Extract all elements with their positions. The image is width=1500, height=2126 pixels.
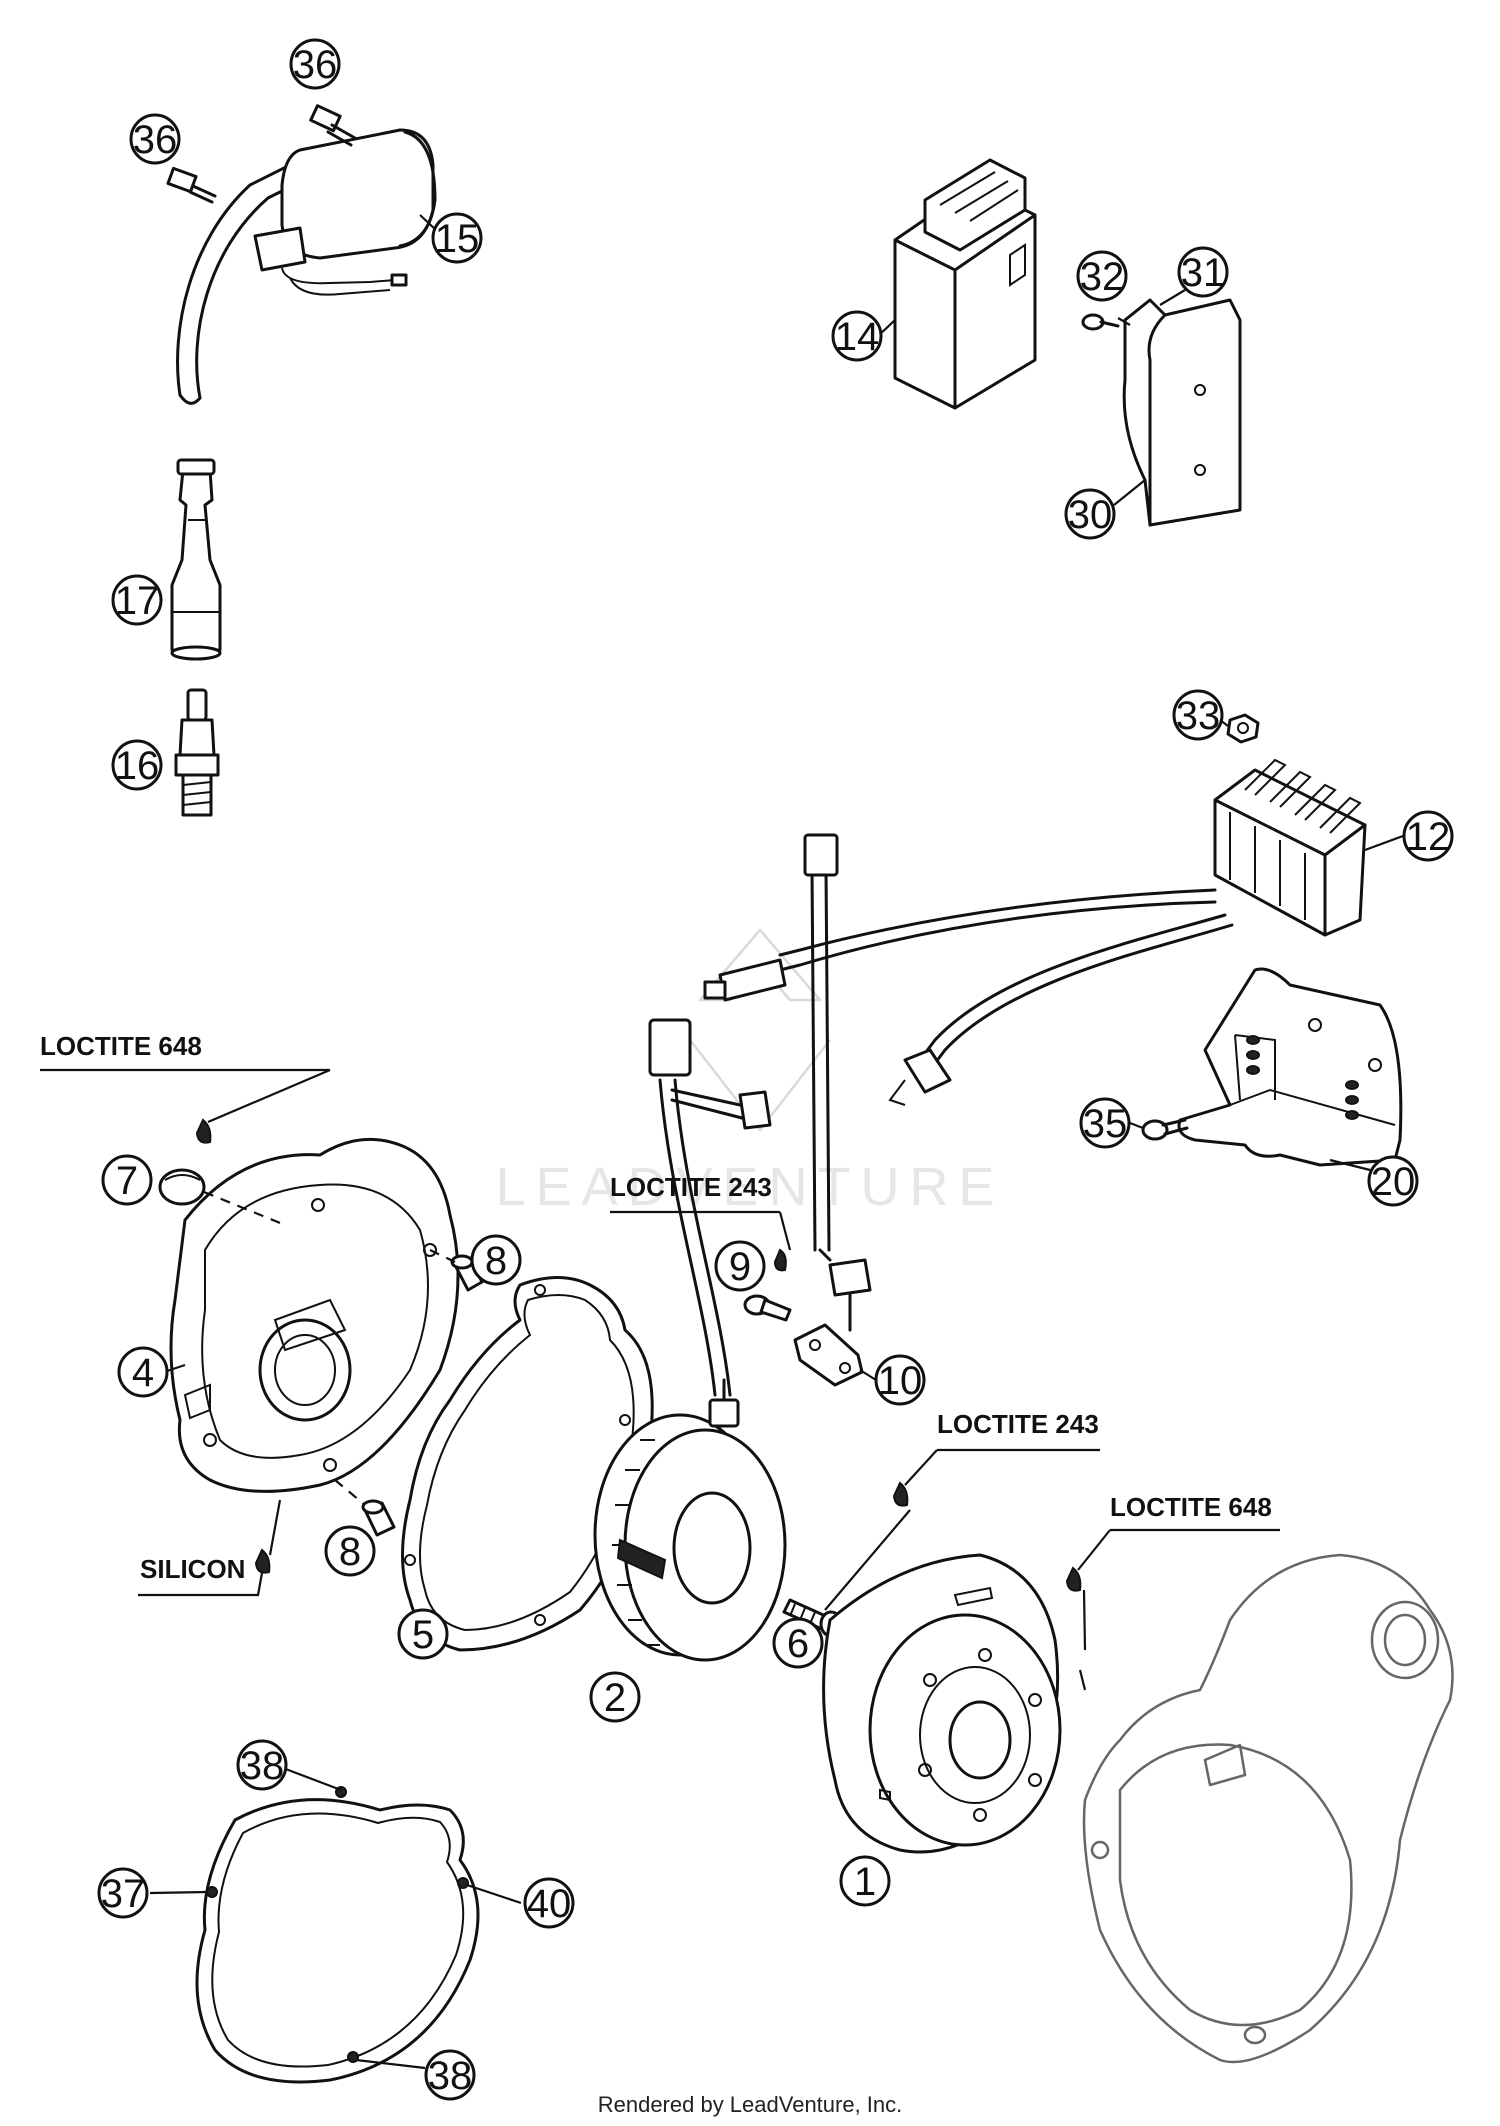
screw-35 bbox=[1141, 1118, 1189, 1141]
dowel-8-dashline bbox=[429, 1249, 456, 1263]
callout-number: 15 bbox=[435, 217, 480, 261]
callout-number: 17 bbox=[115, 579, 160, 623]
callout-number: 20 bbox=[1371, 1160, 1416, 1204]
watermark: LEADVENTURE bbox=[495, 928, 1004, 1217]
pulse-generator-10 bbox=[793, 1258, 872, 1387]
callout-37: 37 bbox=[97, 1867, 149, 1919]
bolt-36-upper bbox=[309, 104, 357, 147]
stator-cover-4 bbox=[169, 1137, 460, 1493]
callout-12: 12 bbox=[1402, 810, 1454, 862]
callout-number: 37 bbox=[101, 1872, 146, 1916]
footer-credit: Rendered by LeadVenture, Inc. bbox=[598, 2092, 903, 2117]
note-loctite-243: LOCTITE 243 bbox=[937, 1409, 1099, 1439]
plug-7 bbox=[158, 1168, 206, 1206]
dowel-8-lower-dashline bbox=[334, 1479, 366, 1506]
callout-number: 36 bbox=[133, 118, 178, 162]
callout-number: 10 bbox=[878, 1359, 923, 1403]
callout-20: 20 bbox=[1367, 1155, 1419, 1207]
regulator-bracket-20 bbox=[1177, 967, 1403, 1167]
callout-number: 14 bbox=[835, 315, 880, 359]
callout-31: 31 bbox=[1177, 246, 1229, 298]
callout-33: 33 bbox=[1172, 689, 1224, 741]
loctite-drop-icons bbox=[195, 1118, 1082, 1592]
callout-16: 16 bbox=[111, 739, 163, 791]
callout-number: 9 bbox=[729, 1245, 751, 1289]
callout-35: 35 bbox=[1079, 1097, 1131, 1149]
gasket-5 bbox=[401, 1276, 654, 1652]
nut-33 bbox=[1226, 713, 1260, 744]
callout-number: 8 bbox=[339, 1530, 361, 1574]
dowel-pin-8-upper bbox=[450, 1254, 484, 1292]
voltage-regulator-12 bbox=[1213, 758, 1367, 937]
screw-9 bbox=[743, 1248, 792, 1322]
callout-8: 8 bbox=[324, 1525, 376, 1577]
callout-36: 36 bbox=[289, 38, 341, 90]
engine-case bbox=[1082, 1553, 1454, 2064]
callout-number: 38 bbox=[240, 1744, 285, 1788]
cdi-unit-14 bbox=[893, 158, 1037, 410]
callout-30: 30 bbox=[1064, 488, 1116, 540]
callout-38: 38 bbox=[236, 1739, 288, 1791]
callout-5: 5 bbox=[397, 1608, 449, 1660]
dowel-pin-8-lower bbox=[361, 1499, 396, 1537]
callout-labels: 36 36 15 14 32 31 30 17 16 33 12 35 20 7 8 9 10 4 8 5 6 2 1 38 3… bbox=[97, 38, 1454, 2101]
callout-1: 1 bbox=[839, 1855, 891, 1907]
callout-10: 10 bbox=[874, 1354, 926, 1406]
leader-lines bbox=[40, 214, 1404, 2070]
callout-number: 40 bbox=[527, 1882, 572, 1926]
callout-2: 2 bbox=[589, 1671, 641, 1723]
callout-number: 7 bbox=[116, 1159, 138, 1203]
callout-number: 30 bbox=[1068, 493, 1113, 537]
callout-9: 9 bbox=[714, 1240, 766, 1292]
note-loctite-648: LOCTITE 648 bbox=[1110, 1492, 1272, 1522]
bolt-36-left bbox=[166, 166, 217, 204]
callout-number: 1 bbox=[854, 1860, 876, 1904]
callout-4: 4 bbox=[117, 1346, 169, 1398]
callout-8: 8 bbox=[470, 1234, 522, 1286]
ignition-coil-15 bbox=[176, 128, 437, 405]
note-loctite-243: LOCTITE 243 bbox=[610, 1172, 772, 1202]
spark-plug-16 bbox=[174, 688, 220, 817]
callout-32: 32 bbox=[1076, 250, 1128, 302]
gasket-37-38-40 bbox=[195, 1786, 480, 2084]
callout-number: 36 bbox=[293, 43, 338, 87]
rotor-1 bbox=[822, 1553, 1062, 1854]
callout-number: 38 bbox=[428, 2054, 473, 2098]
wiring-harness bbox=[648, 833, 1234, 1397]
callout-38: 38 bbox=[424, 2049, 476, 2101]
callout-number: 12 bbox=[1406, 815, 1451, 859]
callout-number: 2 bbox=[604, 1676, 626, 1720]
callout-number: 4 bbox=[132, 1351, 154, 1395]
note-loctite-648: LOCTITE 648 bbox=[40, 1031, 202, 1061]
note-silicon: SILICON bbox=[140, 1554, 245, 1584]
spark-plug-connector-17 bbox=[170, 458, 222, 661]
callout-number: 31 bbox=[1181, 251, 1226, 295]
bracket-30-31 bbox=[1122, 298, 1242, 527]
screw-32 bbox=[1081, 313, 1120, 331]
stator-2 bbox=[593, 1378, 787, 1662]
plug-7-dashline bbox=[203, 1190, 286, 1227]
watermark-text: LEADVENTURE bbox=[495, 1157, 1004, 1217]
callout-number: 32 bbox=[1080, 255, 1125, 299]
callout-number: 33 bbox=[1176, 694, 1221, 738]
callout-15: 15 bbox=[431, 212, 483, 264]
callout-17: 17 bbox=[111, 574, 163, 626]
callout-40: 40 bbox=[523, 1877, 575, 1929]
callout-number: 35 bbox=[1083, 1102, 1128, 1146]
callout-6: 6 bbox=[772, 1617, 824, 1669]
callout-number: 5 bbox=[412, 1613, 434, 1657]
callout-14: 14 bbox=[831, 310, 883, 362]
callout-36: 36 bbox=[129, 113, 181, 165]
callout-number: 6 bbox=[787, 1622, 809, 1666]
callout-7: 7 bbox=[101, 1154, 153, 1206]
callout-number: 16 bbox=[115, 744, 160, 788]
callout-number: 8 bbox=[485, 1239, 507, 1283]
